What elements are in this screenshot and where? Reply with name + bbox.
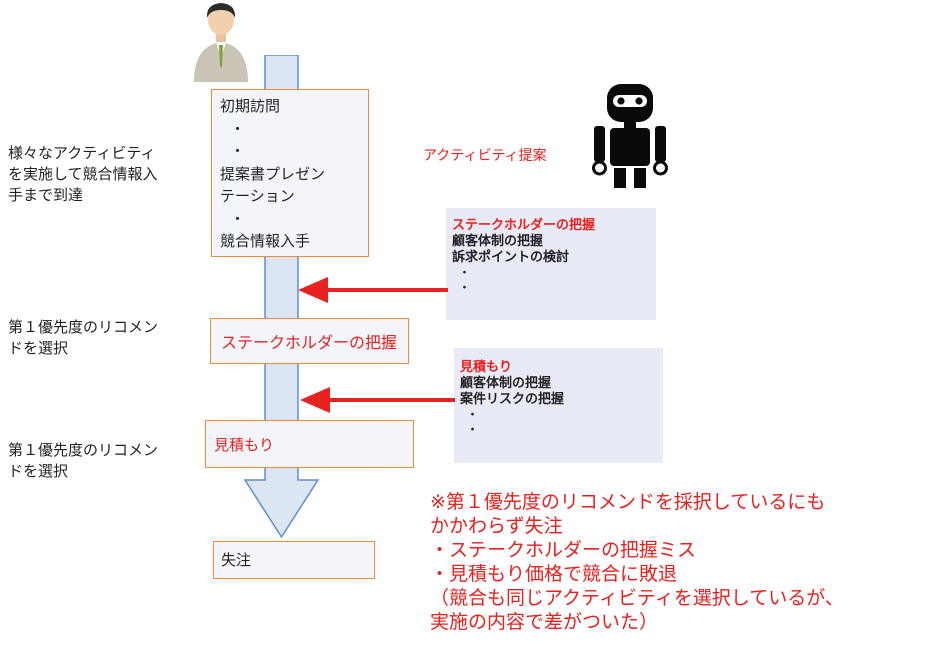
step-line: テーション [220, 187, 295, 205]
note-line: かかわらず失注 [430, 515, 563, 537]
lost-reason-note: ※第１優先度のリコメンドを採択しているにも かかわらず失注 ・ステークホルダーの… [430, 490, 844, 634]
recommend-panel-estimate: 見積もり 顧客体制の把握 案件リスクの把握 ・ ・ [454, 348, 663, 463]
person-icon [194, 3, 248, 82]
step-line: ・ [230, 209, 246, 228]
step-estimate-label: 見積もり [214, 435, 275, 454]
recommend-panel-stakeholder: ステークホルダーの把握 顧客体制の把握 訴求ポイントの検討 ・ ・ [446, 208, 656, 320]
step-initial-visit-box: 初期訪問 ・ ・ 提案書プレゼン テーション ・ 競合情報入手 [211, 89, 369, 257]
side-label-line: を実施して競合情報入 [8, 165, 158, 183]
note-line: ・見積もり価格で競合に敗退 [430, 563, 678, 585]
step-line: 競合情報入手 [220, 232, 311, 250]
step-estimate-box: 見積もり [205, 420, 414, 468]
panel-item: 顧客体制の把握 [452, 234, 544, 249]
panel-item: 訴求ポイントの検討 [452, 250, 570, 265]
side-label-select-1: 第１優先度のリコメン ドを選択 [8, 317, 158, 359]
panel-item: ・ [466, 423, 480, 438]
side-label-line: 手まで到達 [8, 186, 84, 204]
panel-title: ステークホルダーの把握 [452, 218, 596, 233]
panel-item: 案件リスクの把握 [460, 392, 565, 407]
panel-item: ・ [458, 281, 472, 296]
step-stakeholder-label: ステークホルダーの把握 [221, 333, 398, 352]
step-line: 初期訪問 [220, 97, 281, 115]
side-label-line: 第１優先度のリコメン [8, 441, 159, 459]
side-label-line: ドを選択 [8, 462, 69, 480]
step-line: 提案書プレゼン [220, 164, 326, 183]
robot-label: アクティビティ提案 [423, 148, 547, 164]
panel-item: ・ [458, 266, 472, 281]
side-label-line: 第１優先度のリコメン [8, 318, 159, 336]
side-label-activities: 様々なアクティビティ を実施して競合情報入 手まで到達 [8, 143, 158, 206]
step-stakeholder-box: ステークホルダーの把握 [210, 318, 409, 364]
step-lost-label: 失注 [221, 550, 252, 569]
side-label-line: ドを選択 [8, 339, 69, 357]
note-line: （競合も同じアクティビティを選択しているが、 [430, 587, 844, 609]
step-line: ・ [230, 142, 246, 160]
note-line: 実施の内容で差がついた） [430, 611, 659, 633]
step-line: ・ [230, 119, 246, 138]
step-lost-box: 失注 [213, 541, 375, 579]
panel-item: 顧客体制の把握 [460, 376, 552, 391]
recommend-arrow-1 [298, 277, 448, 303]
note-line: ※第１優先度のリコメンドを採択しているにも [430, 491, 826, 513]
panel-title: 見積もり [460, 360, 513, 375]
panel-item: ・ [466, 408, 480, 423]
robot-icon [592, 84, 668, 188]
note-line: ・ステークホルダーの把握ミス [430, 539, 697, 561]
side-label-select-2: 第１優先度のリコメン ドを選択 [8, 440, 158, 482]
recommend-arrow-2 [300, 387, 455, 413]
side-label-line: 様々なアクティビティ [8, 144, 156, 162]
